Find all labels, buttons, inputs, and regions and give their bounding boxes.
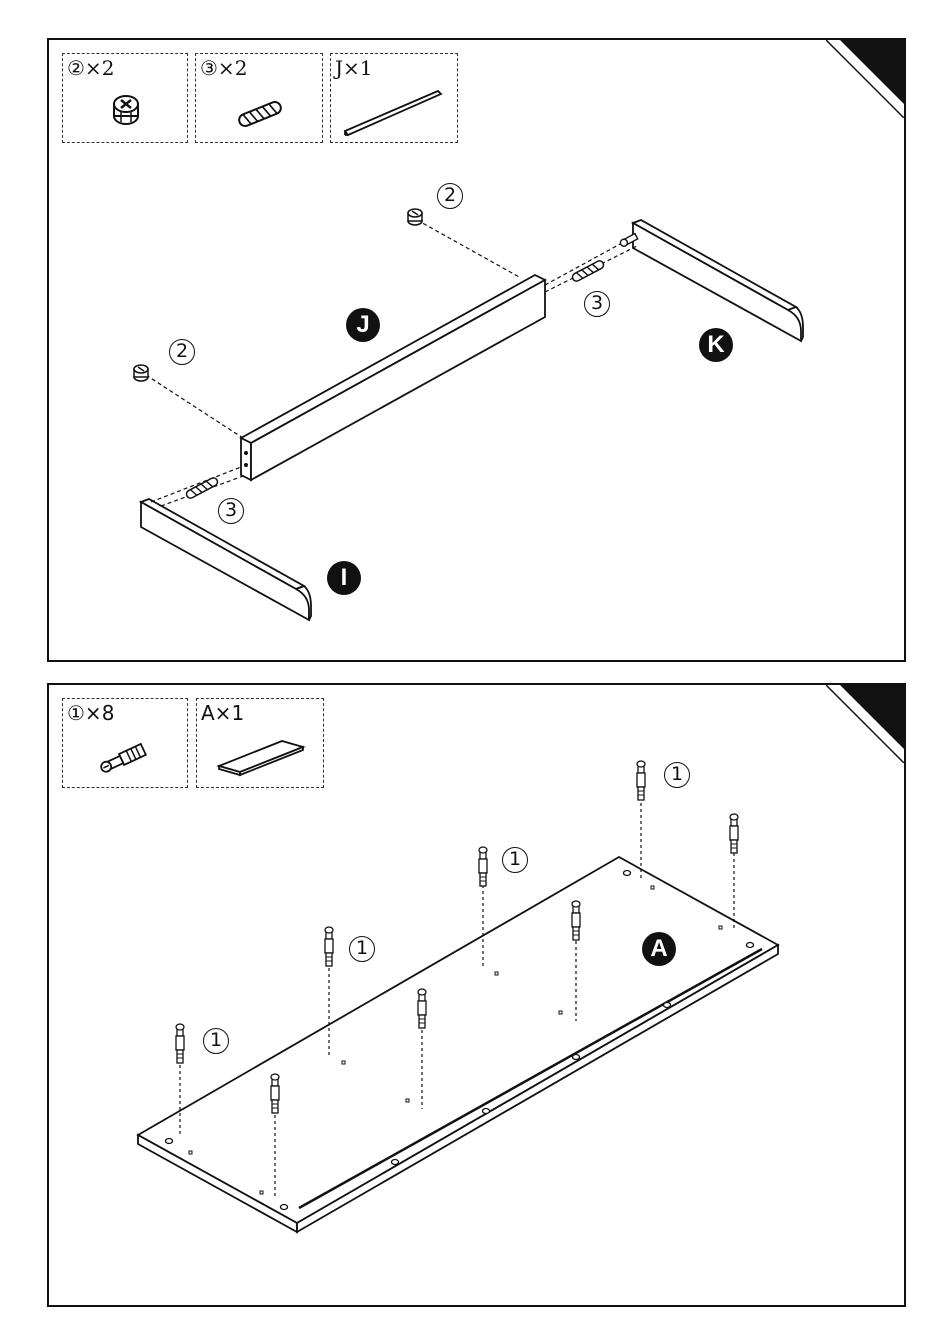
rail-j — [241, 275, 545, 480]
cam-bolt-part — [479, 847, 487, 886]
step-1-panel: ②×2 ③×2 J×1 — [47, 38, 906, 662]
wooden-dowel-part — [571, 259, 605, 282]
wooden-dowel-part — [185, 476, 219, 499]
badge-board-a: A — [642, 932, 676, 966]
callout-cam-bolt: 1 — [203, 1028, 229, 1054]
cam-bolt-part — [176, 1024, 184, 1063]
callout-cam-lock-left: 2 — [169, 339, 195, 365]
callout-cam-bolt: 1 — [349, 936, 375, 962]
cam-bolt-part — [572, 901, 580, 940]
board-a — [138, 857, 778, 1232]
cam-lock-part — [408, 209, 422, 225]
badge-rail-j: J — [346, 308, 380, 342]
assembly-scene-step-2 — [49, 685, 906, 1307]
callout-cam-bolt: 1 — [664, 762, 690, 788]
cam-bolt-part — [418, 989, 426, 1028]
side-panel-k — [633, 220, 803, 341]
callout-dowel-right: 3 — [584, 291, 610, 317]
cam-bolt-part — [730, 814, 738, 853]
callout-cam-lock-top: 2 — [437, 183, 463, 209]
cam-bolt-part — [325, 927, 333, 966]
badge-panel-i: I — [327, 561, 361, 595]
step-2-panel: ①×8 A×1 — [47, 683, 906, 1307]
callout-cam-bolt: 1 — [502, 847, 528, 873]
cam-bolt-part — [271, 1074, 279, 1113]
cam-bolt-part — [637, 761, 645, 800]
badge-panel-k: K — [699, 328, 733, 362]
cam-lock-part — [134, 365, 148, 381]
callout-dowel-left: 3 — [218, 498, 244, 524]
